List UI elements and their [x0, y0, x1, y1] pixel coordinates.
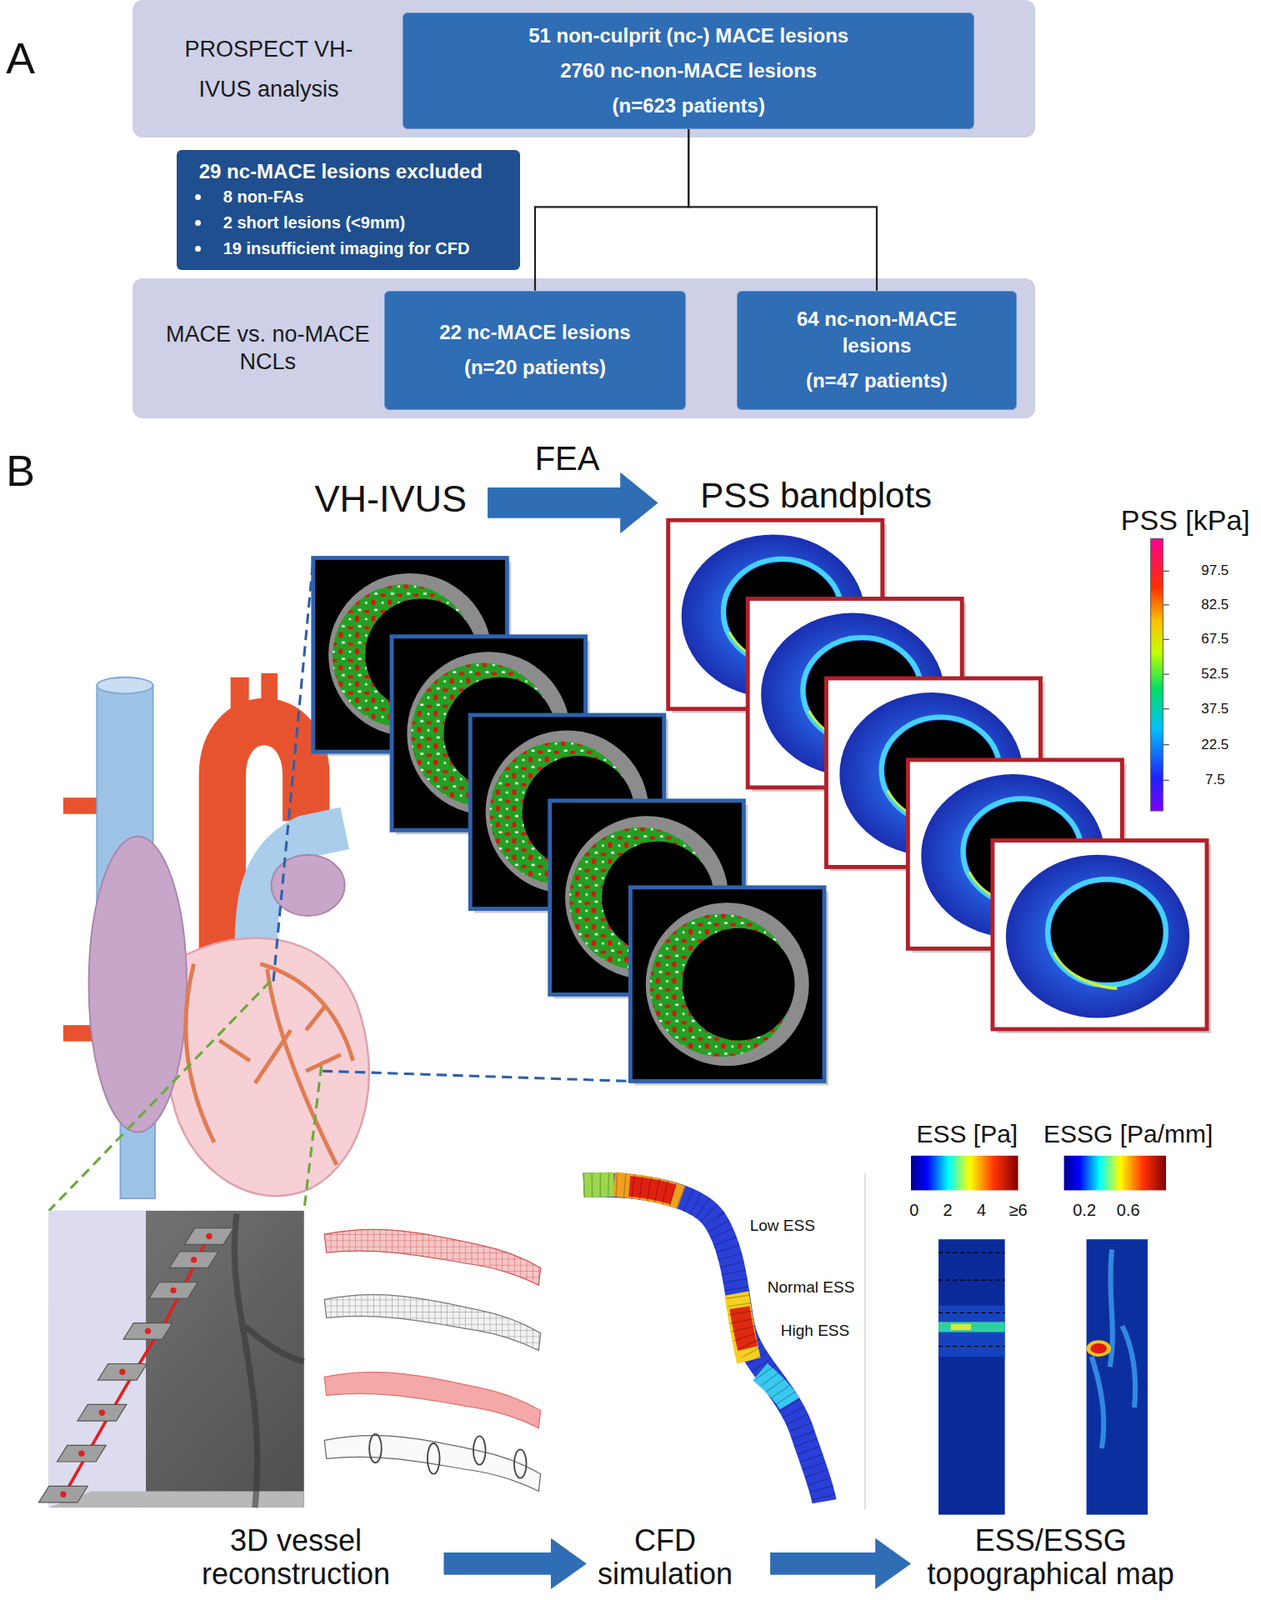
tick-label: 0	[909, 1200, 919, 1219]
box-text: 22 nc-MACE lesions	[439, 319, 631, 346]
annotation: Normal ESS	[767, 1278, 856, 1297]
bullet-text: 8 non-FAs	[223, 184, 305, 211]
box-text: 51 non-culprit (nc-) MACE lesions	[528, 22, 849, 50]
panel-letter: B	[5, 446, 36, 496]
step-label: 3D vessel reconstruction	[170, 1524, 421, 1591]
step-label: ESS/ESSG topographical map	[913, 1524, 1189, 1591]
group-band: MACE vs. no-MACE NCLs 22 nc-MACE lesions (…	[132, 278, 1036, 419]
exclusion-box: 29 nc-MACE lesions excluded8 non-FAs2 sh…	[176, 150, 521, 271]
band-heading: PROSPECT VH-IVUS analysis	[164, 29, 374, 110]
group-band: PROSPECT VH-IVUS analysis 51 non-culprit …	[132, 0, 1036, 138]
tick-label: 7.5	[1205, 772, 1226, 789]
box-text: 2760 nc-non-MACE lesions	[560, 57, 817, 85]
cfd-vessel	[583, 1184, 825, 1502]
step-label: VH-IVUS	[315, 477, 468, 520]
box-text: (n=20 patients)	[464, 354, 606, 381]
tick-label: 97.5	[1200, 563, 1229, 580]
box-text: (n=47 patients)	[805, 367, 948, 395]
essg-colorbar	[1064, 1155, 1166, 1191]
process-box: 64 nc-non-MACE lesions (n=47 patients)	[736, 290, 1018, 411]
tick-label: ≥6	[1008, 1200, 1027, 1219]
band-heading: MACE vs. no-MACE NCLs	[153, 320, 383, 376]
arrow-label: FEA	[535, 439, 601, 477]
box-text: (n=623 patients)	[611, 92, 765, 120]
step-label: CFD simulation	[585, 1524, 745, 1591]
connector	[688, 129, 877, 291]
separator-line	[864, 1173, 866, 1511]
step-label: PSS bandplots	[700, 475, 932, 516]
bullet-item: 19 insufficient imaging for CFD	[191, 235, 509, 262]
bullet-text: 2 short lesions (<9mm)	[223, 210, 406, 236]
box-heading: 29 nc-MACE lesions excluded	[199, 158, 509, 185]
ess-map	[938, 1239, 1006, 1515]
bullet-dot	[195, 194, 201, 201]
tick-label: 2	[943, 1200, 953, 1219]
tick-label: 4	[976, 1200, 986, 1219]
tick-label: 22.5	[1200, 736, 1229, 753]
vh-ivus-stack	[313, 558, 829, 1086]
bullet-text: 19 insufficient imaging for CFD	[223, 235, 471, 262]
tick-label: 37.5	[1200, 700, 1229, 717]
box-text: 64 nc-non-MACE lesions	[764, 305, 990, 360]
annotation: Low ESS	[750, 1217, 816, 1236]
block-arrow	[443, 1538, 586, 1590]
pss-stack	[668, 520, 1211, 1034]
ess-colorbar	[910, 1155, 1019, 1191]
tick-label: 0.6	[1116, 1200, 1141, 1219]
pss-colorbar	[1150, 538, 1170, 811]
process-box: 22 nc-MACE lesions (n=20 patients)	[384, 290, 686, 411]
bullet-item: 8 non-FAs	[191, 184, 509, 211]
panel-letter: A	[5, 34, 36, 83]
dashed-leader	[49, 560, 631, 1211]
process-box: 51 non-culprit (nc-) MACE lesions 2760 nc…	[402, 12, 974, 130]
tick-label: 67.5	[1200, 631, 1229, 648]
essg-map	[1086, 1239, 1148, 1515]
colorbar-title: ESSG [Pa/mm]	[1043, 1120, 1213, 1149]
bullet-item: 2 short lesions (<9mm)	[191, 210, 509, 236]
angiography-image	[39, 1210, 305, 1508]
annotation: High ESS	[780, 1322, 850, 1341]
tick-label: 52.5	[1200, 666, 1229, 683]
bullet-dot	[195, 245, 201, 252]
tick-label: 82.5	[1200, 596, 1229, 613]
heart-illustration	[63, 673, 370, 1199]
colorbar-title: PSS [kPa]	[1120, 504, 1251, 536]
block-arrow	[770, 1538, 911, 1590]
connector	[535, 129, 689, 291]
block-arrow	[487, 472, 658, 534]
bullet-dot	[195, 220, 201, 226]
vessel-mesh	[324, 1229, 541, 1492]
colorbar-title: ESS [Pa]	[915, 1120, 1018, 1149]
tick-label: 0.2	[1072, 1200, 1096, 1219]
